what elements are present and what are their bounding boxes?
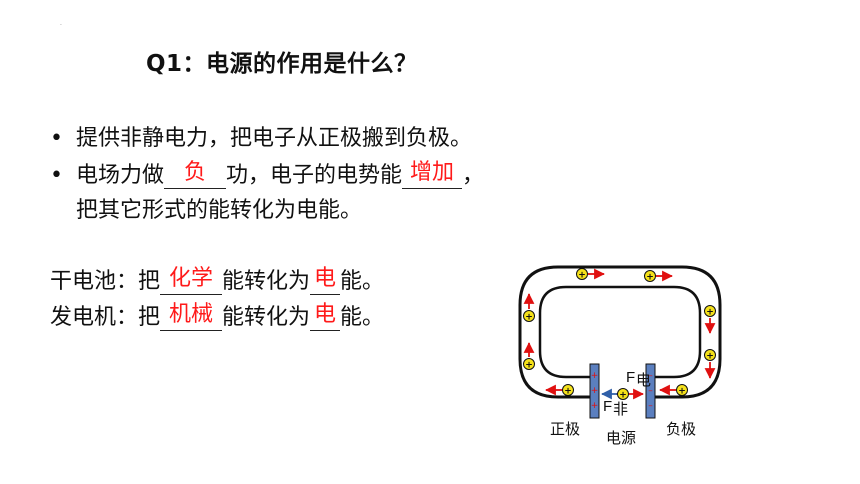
bullet-line-1: • 提供非静电力，把电子从正极搬到负极。 <box>50 120 472 152</box>
charge-bottom-1 <box>545 384 574 396</box>
battery-suffix: 能。 <box>340 269 385 294</box>
generator-mid: 能转化为 <box>222 305 311 330</box>
bullet-line-2-text-b: 功，电子的电势能 <box>226 163 403 188</box>
circuit-wire-outer <box>518 265 722 399</box>
answer-blank-generator-source: 机械 <box>160 302 223 331</box>
plate-charge-mark: + <box>591 386 599 396</box>
bullet-symbol: • <box>50 126 63 151</box>
electric-force-subscript: 电 <box>636 372 651 389</box>
plate-charge-mark: – <box>648 401 653 411</box>
answer-blank-battery-target: 电 <box>310 266 341 295</box>
charge-sign: + <box>706 352 714 362</box>
bullet-line-2: • 电场力做负 功，电子的电势能增加 ， <box>50 157 484 189</box>
negative-plate <box>645 363 656 419</box>
answer-generator-source-energy: 机械 <box>169 302 214 327</box>
positive-plate <box>589 363 600 419</box>
decorative-dot: · <box>60 22 62 29</box>
generator-suffix: 能。 <box>340 305 385 330</box>
charge-sign: + <box>578 271 586 281</box>
plate-charge-mark: – <box>648 371 653 381</box>
bullet-line-3-text: 把其它形式的能转化为电能。 <box>76 198 363 223</box>
plate-charge-mark: + <box>591 371 599 381</box>
answer-battery-target-energy: 电 <box>314 266 337 291</box>
circuit-wire-inner <box>538 285 702 379</box>
power-source-label: 电源 <box>606 430 636 447</box>
charge-left-1 <box>523 293 535 322</box>
answer-blank-battery-source: 化学 <box>160 266 223 295</box>
answer-potential-energy-change: 增加 <box>410 160 455 185</box>
bullet-line-1-text: 提供非静电力，把电子从正极搬到负极。 <box>76 126 473 151</box>
plate-charge-mark: + <box>591 401 599 411</box>
charge-middle <box>617 388 629 400</box>
negative-terminal-label: 负极 <box>666 421 696 438</box>
answer-blank-generator-target: 电 <box>310 302 341 331</box>
charge-bottom-2 <box>659 384 688 396</box>
nonstatic-force-subscript: 非 <box>613 401 628 418</box>
answer-work-sign: 负 <box>184 160 207 185</box>
charge-right-1 <box>704 305 716 334</box>
answer-blank-work: 负 <box>164 160 227 189</box>
generator-line: 发电机：把机械 能转化为电 能。 <box>50 299 384 331</box>
charge-sign: + <box>525 361 533 371</box>
bullet-line-2-text-c: ， <box>462 163 485 188</box>
plate-charge-mark: – <box>648 386 653 396</box>
battery-mid: 能转化为 <box>222 269 311 294</box>
charge-top-1 <box>576 268 605 280</box>
answer-battery-source-energy: 化学 <box>169 266 214 291</box>
nonstatic-force-label: F <box>603 398 612 415</box>
charge-sign: + <box>646 273 654 283</box>
bullet-line-2-text-a: 电场力做 <box>76 163 165 188</box>
bullet-symbol: • <box>50 163 63 188</box>
charge-sign: + <box>619 391 627 401</box>
question-title: Q1：电源的作用是什么？ <box>146 51 418 77</box>
charge-left-2 <box>523 342 535 370</box>
battery-line: 干电池：把化学 能转化为电 能。 <box>50 263 384 295</box>
charge-sign: + <box>525 313 533 323</box>
charge-sign: + <box>564 387 572 397</box>
generator-prefix: 发电机：把 <box>50 305 161 330</box>
electric-force-label: F <box>626 369 635 386</box>
charge-right-2 <box>704 349 716 379</box>
charge-sign: + <box>706 308 714 318</box>
positive-terminal-label: 正极 <box>550 421 580 438</box>
charge-top-2 <box>644 270 673 282</box>
charge-sign: + <box>678 387 686 397</box>
answer-blank-potential-energy: 增加 <box>402 160 463 189</box>
battery-prefix: 干电池：把 <box>50 269 161 294</box>
bullet-line-3: 把其它形式的能转化为电能。 <box>76 192 362 224</box>
answer-generator-target-energy: 电 <box>314 302 337 327</box>
